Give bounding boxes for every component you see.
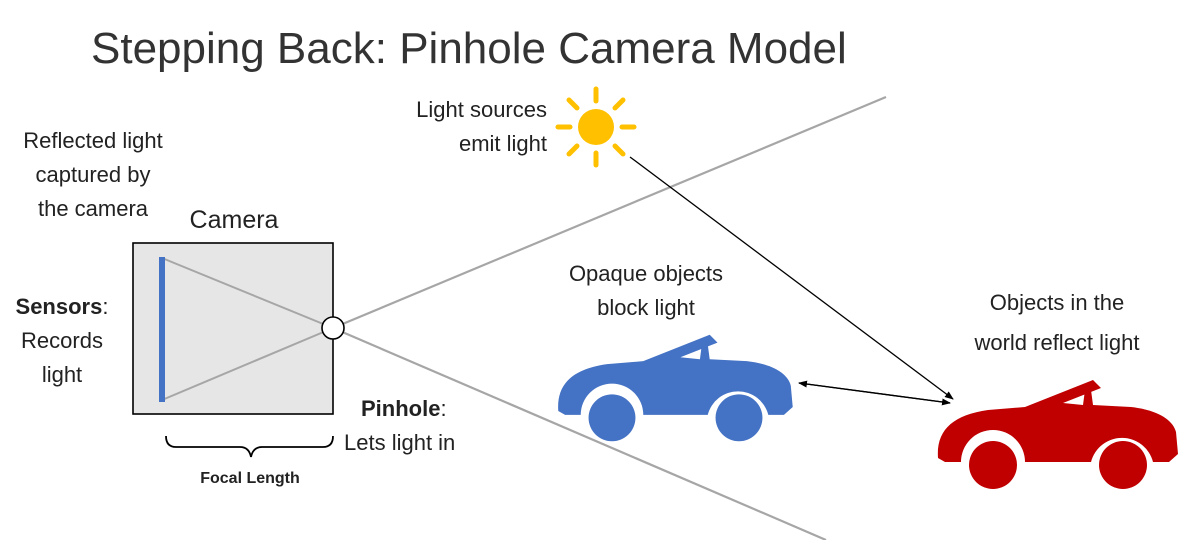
light-sources-line-2: emit light [459, 131, 547, 156]
page-title: Stepping Back: Pinhole Camera Model [91, 24, 847, 73]
pinhole-line: Lets light in [344, 430, 455, 455]
opaque-line-1: Opaque objects [569, 261, 723, 286]
focal-length-brace [165, 435, 334, 458]
lower-ray [332, 326, 827, 540]
blue-car-icon [558, 334, 793, 442]
sensors-colon: : [102, 294, 108, 319]
sensors-heading: Sensors: [16, 294, 109, 319]
reflected-line-1: Reflected light [23, 128, 162, 153]
sensors-label: Sensors: Records light [16, 294, 109, 387]
pinhole [321, 316, 345, 340]
focal-length-label: Focal Length [200, 470, 300, 487]
sensor-plane [159, 257, 165, 402]
object-to-occluder-arrowback [798, 382, 951, 406]
inner-ray-top [161, 257, 334, 329]
inner-ray-bottom [161, 327, 334, 401]
pinhole-heading: Pinhole: [361, 396, 447, 421]
upper-ray [332, 95, 887, 330]
opaque-line-2: block light [597, 295, 695, 320]
reflected-light-label: Reflected light captured by the camera [23, 128, 162, 221]
red-car-icon [937, 380, 1178, 489]
objects-line-1: Objects in the [990, 290, 1125, 315]
pinhole-bold: Pinhole [361, 396, 440, 421]
pinhole-label: Pinhole: Lets light in [344, 396, 455, 455]
objects-line-2: world reflect light [973, 330, 1139, 355]
light-sources-line-1: Light sources [416, 97, 547, 122]
sensors-bold: Sensors [16, 294, 103, 319]
reflected-line-2: captured by [36, 162, 151, 187]
objects-reflect-label: Objects in the world reflect light [973, 290, 1139, 355]
reflected-line-3: the camera [38, 196, 149, 221]
sensors-line-1: Records [21, 328, 103, 353]
camera-label: Camera [190, 206, 279, 234]
pinhole-colon: : [440, 396, 446, 421]
light-sources-label: Light sources emit light [416, 97, 547, 156]
sun-to-object-arrow [629, 156, 954, 400]
sensors-line-2: light [42, 362, 82, 387]
sun-icon [555, 86, 637, 168]
opaque-objects-label: Opaque objects block light [569, 261, 723, 320]
camera-box [132, 242, 334, 415]
